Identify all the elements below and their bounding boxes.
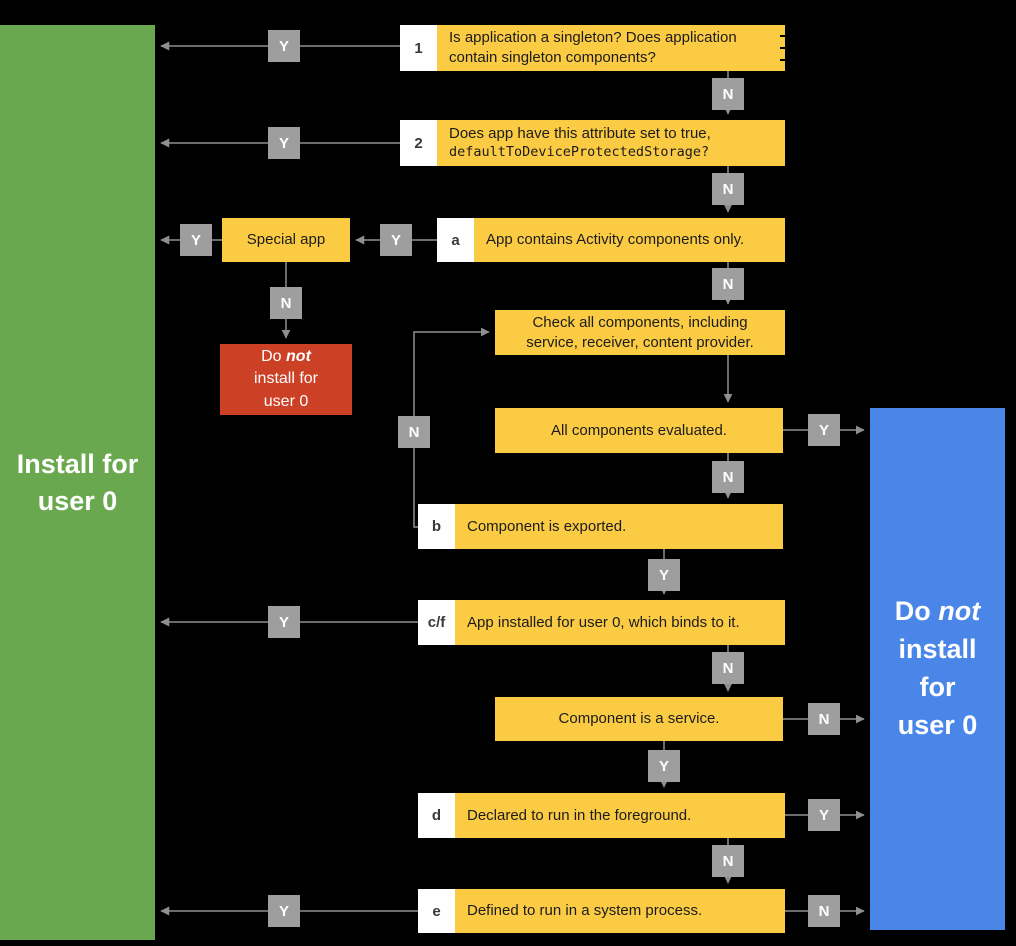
node-label: c/f <box>418 600 455 645</box>
terminal-text: Do not install for user 0 <box>894 596 981 740</box>
node-label: e <box>418 889 455 933</box>
node-text: Declared to run in the foreground. <box>467 806 692 824</box>
badge-service-no: N <box>808 703 840 735</box>
node-all-components-evaluated: All components evaluated. <box>495 408 783 453</box>
badge-service-yes: Y <box>648 750 680 782</box>
node-qa-activity-only: a App contains Activity components only. <box>437 218 785 262</box>
badge-q1-yes: Y <box>268 30 300 62</box>
node-qcf-user0-binds: c/f App installed for user 0, which bind… <box>418 600 785 645</box>
node-label: 2 <box>400 120 437 166</box>
node-text: Defined to run in a system process. <box>467 902 703 920</box>
node-label: d <box>418 793 455 838</box>
node-check-all-components: Check all components, including service,… <box>495 310 785 355</box>
do-not-install-terminal: Do not install for user 0 <box>870 408 1005 930</box>
terminal-text: Install for user 0 <box>16 449 139 516</box>
node-qd-foreground: d Declared to run in the foreground. <box>418 793 785 838</box>
badge-special-no: N <box>270 287 302 319</box>
node-label: 1 <box>400 25 437 71</box>
badge-qe-yes: Y <box>268 895 300 927</box>
badge-loop-no: N <box>398 416 430 448</box>
badge-qcf-yes: Y <box>268 606 300 638</box>
node-do-not-install-special: Do not install for user 0 <box>220 344 352 415</box>
node-qe-system-process: e Defined to run in a system process. <box>418 889 785 933</box>
install-for-user0-terminal: Install for user 0 <box>0 25 155 940</box>
node-text: Do not install for user 0 <box>253 347 319 410</box>
node-text: App contains Activity components only. <box>486 231 745 249</box>
badge-special-yes: Y <box>180 224 212 256</box>
node-label: b <box>418 504 455 549</box>
node-text: Check all components, including service,… <box>526 313 754 351</box>
node-text: Component is exported. <box>467 517 627 535</box>
badge-qa-no: N <box>712 268 744 300</box>
node-text: All components evaluated. <box>551 421 727 439</box>
badge-qe-no: N <box>808 895 840 927</box>
badge-qb-yes: Y <box>648 559 680 591</box>
node-label: a <box>437 218 474 262</box>
badge-q1-no: N <box>712 78 744 110</box>
node-text: Component is a service. <box>558 710 720 728</box>
node-special-app: Special app <box>222 218 350 262</box>
badge-q2-yes: Y <box>268 127 300 159</box>
badge-evaluated-yes: Y <box>808 414 840 446</box>
badge-qa-yes: Y <box>380 224 412 256</box>
node-text: Special app <box>246 231 326 249</box>
node-q1-singleton: 1 Is application a singleton? Does appli… <box>400 25 785 71</box>
node-qb-exported: b Component is exported. <box>418 504 783 549</box>
node-component-is-service: Component is a service. <box>495 697 783 741</box>
badge-qd-yes: Y <box>808 799 840 831</box>
node-text: Does app have this attribute set to true… <box>437 124 785 162</box>
badge-qcf-no: N <box>712 652 744 684</box>
node-text: Is application a singleton? Does applica… <box>449 29 737 66</box>
badge-qd-no: N <box>712 845 744 877</box>
node-text: App installed for user 0, which binds to… <box>467 613 740 631</box>
badge-q2-no: N <box>712 173 744 205</box>
node-q2-protected-storage: 2 Does app have this attribute set to tr… <box>400 120 785 166</box>
attribute-code-text: defaultToDeviceProtectedStorage? <box>449 143 710 160</box>
badge-evaluated-no: N <box>712 461 744 493</box>
